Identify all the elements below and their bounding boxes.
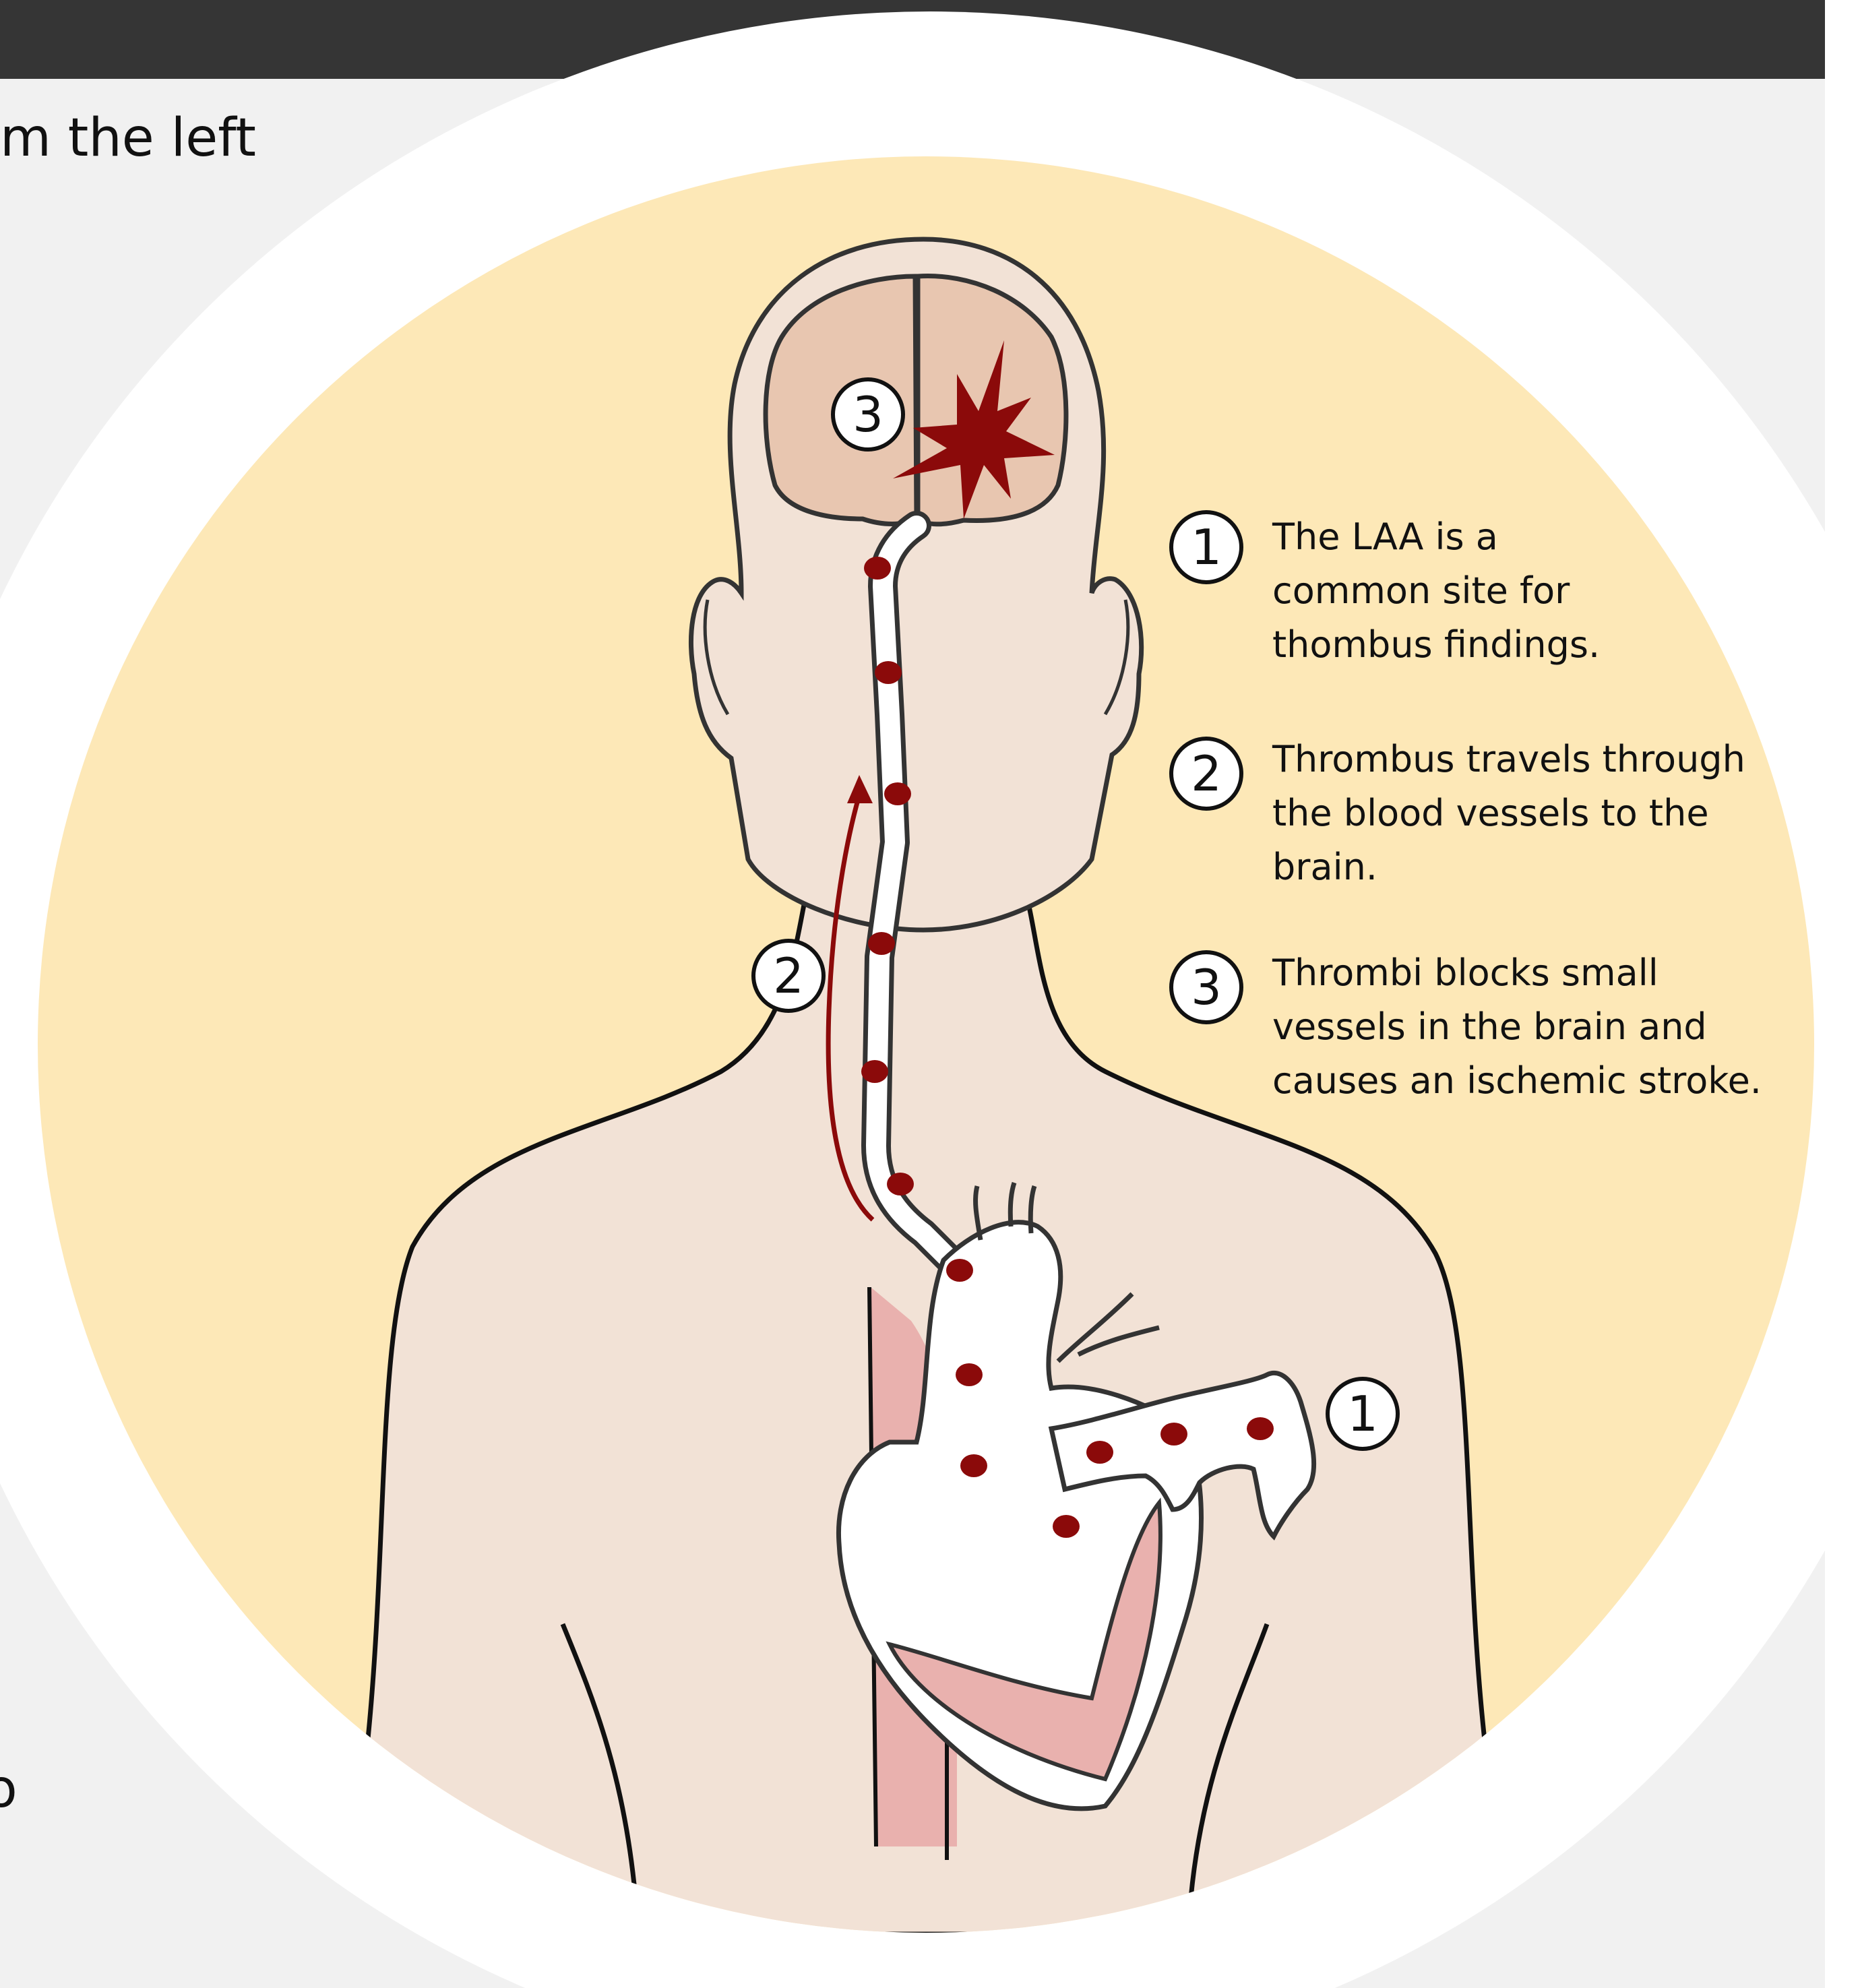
callout-1-number: 1 [1191,519,1222,576]
thrombus-clot [960,1454,987,1477]
thrombus-clot [884,782,911,805]
heart-marker: 1 [1328,1379,1398,1449]
thrombus-clot [887,1173,914,1195]
heart-marker-number: 1 [1347,1386,1378,1442]
brain-marker: 3 [833,379,903,449]
callout-1-line-2: common site for [1272,569,1570,612]
callout-1-line-1: The LAA is a [1272,516,1498,558]
thrombus-clot [864,557,891,580]
thrombus-clot [1160,1423,1187,1446]
thrombus-clot [875,661,902,684]
callout-2-line-3: brain. [1272,846,1377,888]
callout-2-number: 2 [1191,745,1222,802]
vessel-marker: 2 [753,941,824,1011]
thrombus-clot [868,932,895,955]
vessel-marker-number: 2 [773,948,804,1004]
brain-marker-number: 3 [852,386,884,443]
callout-3-number: 3 [1191,959,1222,1016]
callout-2-line-2: the blood vessels to the [1272,792,1709,834]
callout-1-line-3: thombus findings. [1272,623,1600,666]
thrombus-clot [1086,1441,1113,1464]
thrombus-clot [861,1060,888,1083]
callout-2-line-1: Thrombus travels through [1272,738,1745,780]
callout-3-line-1: Thrombi blocks small [1272,952,1658,994]
callout-3-line-3: causes an ischemic stroke. [1272,1059,1762,1102]
callout-3-line-2: vessels in the brain and [1272,1005,1707,1048]
thrombus-clot [956,1363,983,1386]
thrombus-clot [1247,1417,1274,1440]
thrombus-clot [1053,1515,1080,1538]
thrombus-clot [946,1259,973,1282]
